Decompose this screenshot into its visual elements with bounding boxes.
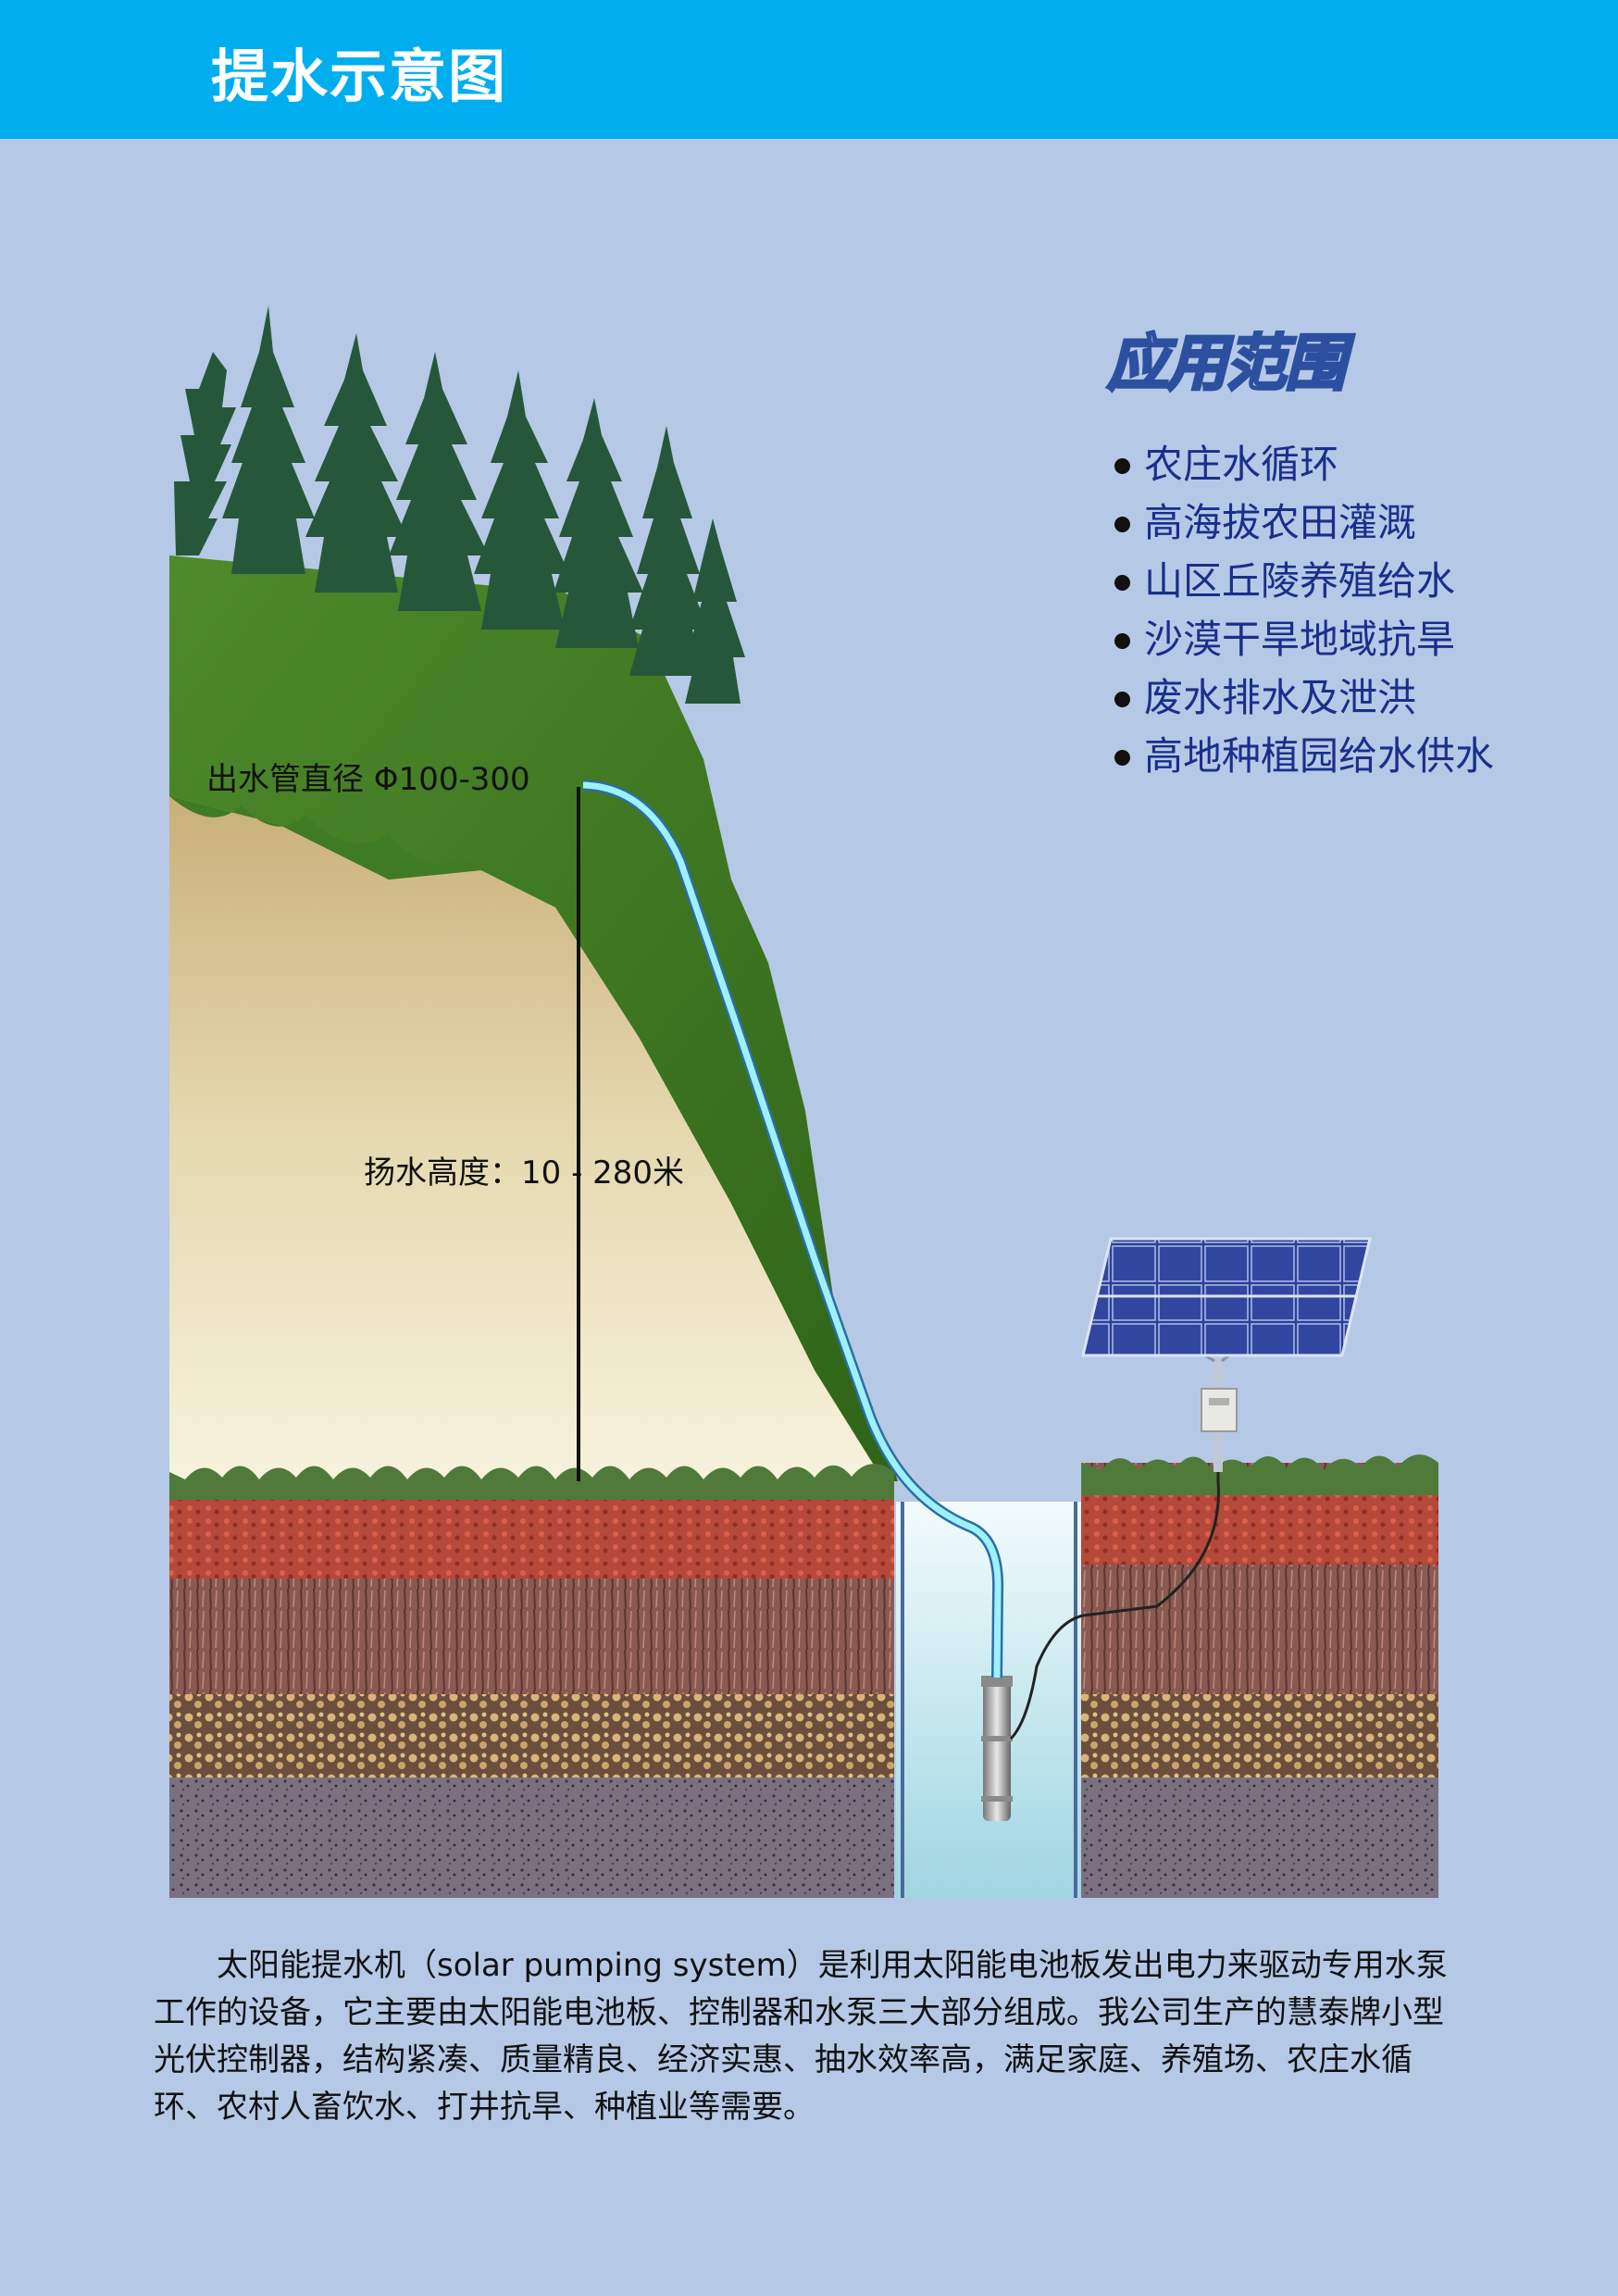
applications-title: 应用范围 xyxy=(1106,328,1348,399)
solar-panel xyxy=(1081,1237,1372,1472)
lift-height-label: 扬水高度：10 - 280米 xyxy=(364,1154,685,1192)
list-item: 高地种植园给水供水 xyxy=(1111,727,1494,785)
list-item: 沙漠干旱地域抗旱 xyxy=(1111,610,1494,668)
bullet-icon xyxy=(1114,458,1130,474)
well xyxy=(896,1502,1081,1898)
applications-list: 农庄水循环 高海拔农田灌溉 山区丘陵养殖给水 沙漠干旱地域抗旱 废水排水及泄洪 … xyxy=(1111,435,1494,785)
right-ground xyxy=(1081,1454,1438,1898)
pumping-scene xyxy=(169,306,1438,1898)
pine-trees xyxy=(174,306,745,704)
description-paragraph: 太阳能提水机（solar pumping system）是利用太阳能电池板发出电… xyxy=(154,1947,1448,2126)
header-bar: 提水示意图 xyxy=(0,0,1618,139)
left-ground xyxy=(169,1464,894,1898)
page-title: 提水示意图 xyxy=(211,43,508,110)
bullet-icon xyxy=(1114,750,1130,766)
list-item: 山区丘陵养殖给水 xyxy=(1111,552,1494,610)
controller-box xyxy=(1201,1388,1238,1432)
submersible-pump xyxy=(981,1676,1013,1821)
bullet-icon xyxy=(1114,633,1130,649)
list-item: 农庄水循环 xyxy=(1111,435,1494,493)
bullet-icon xyxy=(1114,692,1130,707)
cliff xyxy=(169,555,898,1481)
pipe-diameter-label: 出水管直径 Φ100-300 xyxy=(206,761,530,798)
list-item: 废水排水及泄洪 xyxy=(1111,668,1494,727)
list-item: 高海拔农田灌溉 xyxy=(1111,493,1494,552)
bullet-icon xyxy=(1114,575,1130,591)
power-cable xyxy=(1009,1426,1220,1741)
bullet-icon xyxy=(1114,517,1130,532)
